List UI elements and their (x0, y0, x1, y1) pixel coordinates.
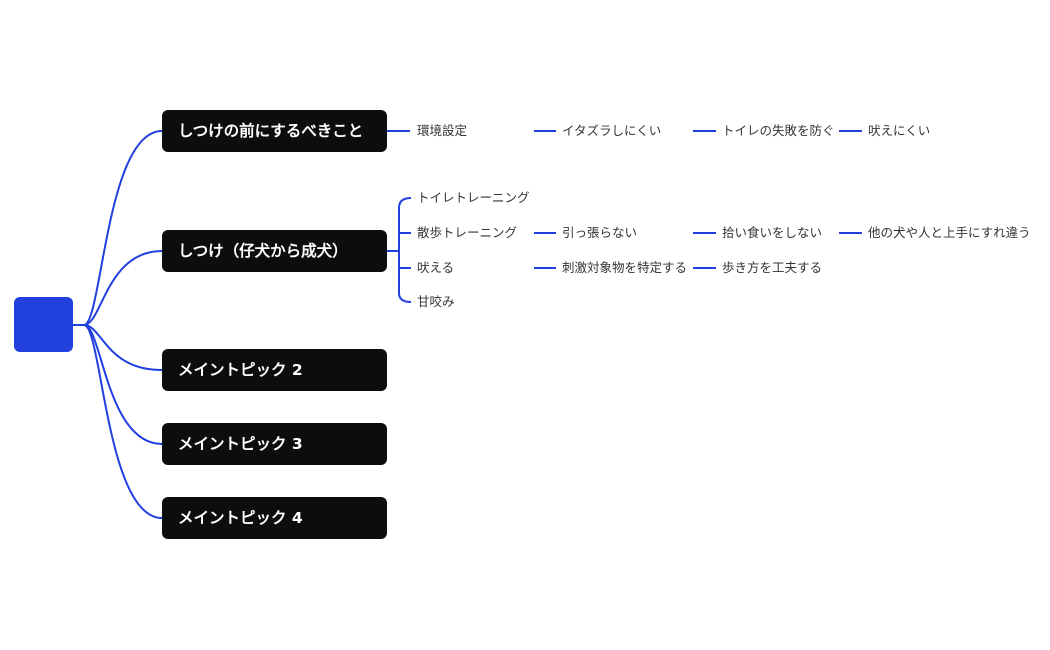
main-topic-training[interactable]: しつけ（仔犬から成犬） (162, 230, 387, 272)
subtopic-identify-trigger[interactable]: 刺激対象物を特定する (562, 260, 688, 275)
subtopic-prevent-mischief[interactable]: イタズラしにくい (562, 123, 662, 138)
subtopic-barking[interactable]: 吠える (417, 260, 455, 275)
subtopic-play-biting[interactable]: 甘咬み (417, 294, 455, 309)
subtopic-toilet-training[interactable]: トイレトレーニング (417, 190, 530, 205)
subtopic-walking-method[interactable]: 歩き方を工夫する (722, 260, 823, 275)
subtopic-prevent-toilet-mistakes[interactable]: トイレの失敗を防ぐ (722, 123, 835, 138)
subtopic-walk-training[interactable]: 散歩トレーニング (417, 225, 518, 240)
subtopic-environment-setup[interactable]: 環境設定 (417, 123, 468, 138)
main-topic-2[interactable]: メイントピック 2 (162, 349, 387, 391)
connector-main-2 (83, 324, 163, 371)
main-topic-4[interactable]: メイントピック 4 (162, 497, 387, 539)
connector-main-3 (83, 324, 163, 445)
central-topic[interactable] (14, 297, 73, 352)
subtopic-no-pulling[interactable]: 引っ張らない (562, 225, 638, 240)
main-topic-3[interactable]: メイントピック 3 (162, 423, 387, 465)
subtopic-no-scavenging[interactable]: 拾い食いをしない (722, 225, 823, 240)
subtopic-pass-dogs-people[interactable]: 他の犬や人と上手にすれ違う (868, 225, 1031, 240)
connector-main-0 (83, 130, 163, 326)
main-topic-prep[interactable]: しつけの前にするべきこと (162, 110, 387, 152)
subtopic-less-barking[interactable]: 吠えにくい (868, 123, 931, 138)
connector-b2-bracket (398, 197, 412, 303)
connector-main-1 (83, 250, 163, 326)
connector-main-4 (83, 324, 163, 519)
